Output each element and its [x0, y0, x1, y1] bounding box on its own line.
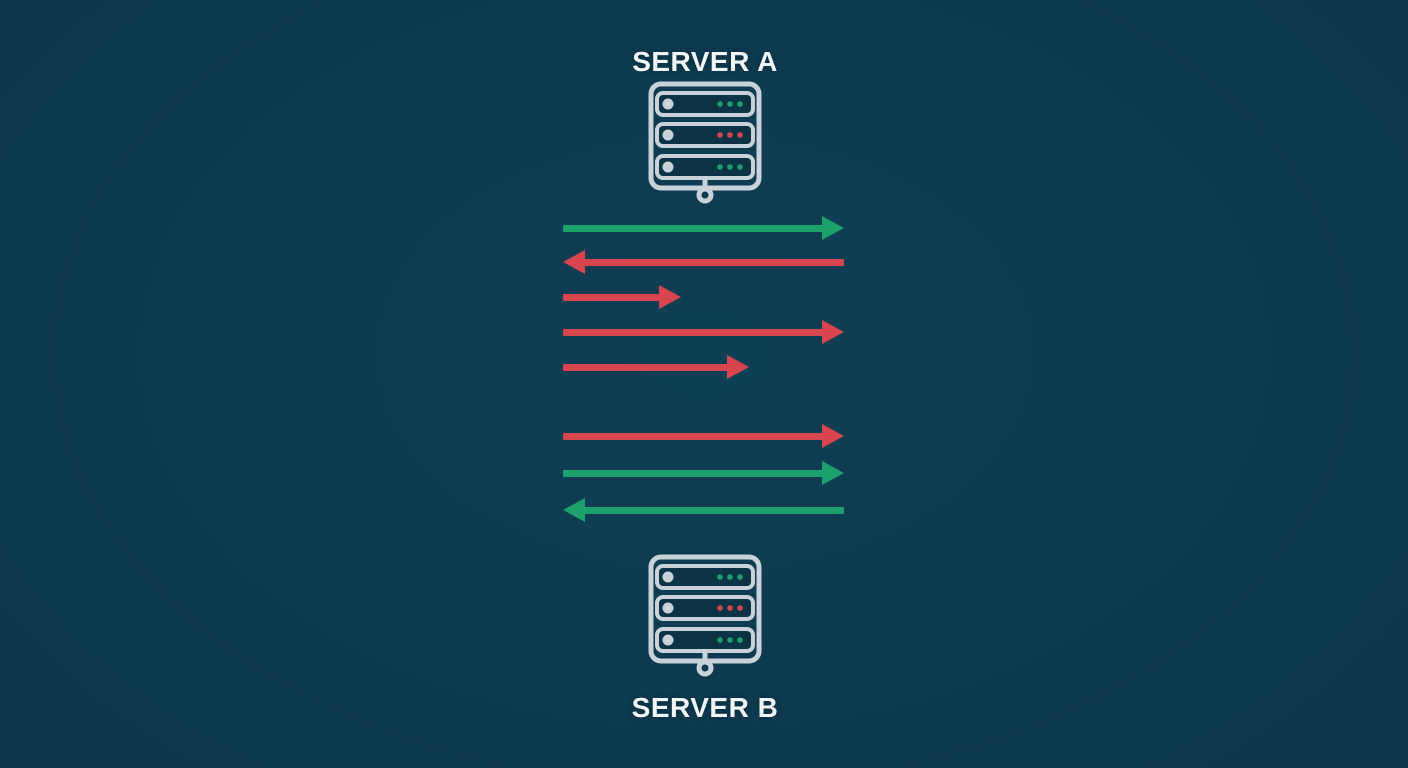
- arrow-shaft: [563, 328, 828, 336]
- arrow-head: [822, 216, 844, 240]
- drive-indicator: [662, 602, 674, 614]
- arrow-shaft: [563, 469, 828, 477]
- status-dot-green: [717, 637, 723, 643]
- arrow-green-right-long: [563, 461, 844, 485]
- arrow-shaft: [563, 224, 828, 232]
- status-dot-green: [727, 574, 733, 580]
- arrow-shaft: [579, 506, 844, 514]
- server-bay: [655, 91, 755, 117]
- arrow-head: [822, 320, 844, 344]
- status-dot-red: [727, 132, 733, 138]
- arrow-shaft: [563, 363, 733, 371]
- server-a-label: SERVER A: [632, 46, 778, 77]
- arrow-head: [822, 424, 844, 448]
- arrow-head: [727, 355, 749, 379]
- status-dot-green: [727, 101, 733, 107]
- server-b-label: SERVER B: [631, 692, 779, 723]
- server-rack-icon: [648, 81, 762, 204]
- drive-indicator: [662, 98, 674, 110]
- server-bay: [655, 595, 755, 621]
- status-dot-green: [737, 164, 743, 170]
- drive-indicator: [662, 634, 674, 646]
- arrow-red-right-long: [563, 424, 844, 448]
- status-dot-red: [717, 132, 723, 138]
- server-a-icon: [647, 80, 763, 206]
- status-dot-red: [737, 605, 743, 611]
- drive-indicator: [662, 571, 674, 583]
- server-rack-icon: [648, 554, 762, 677]
- arrow-head: [822, 461, 844, 485]
- status-dot-red: [717, 605, 723, 611]
- status-dot-green: [737, 637, 743, 643]
- arrow-red-right-medium: [563, 355, 749, 379]
- status-dot-green: [717, 574, 723, 580]
- drive-indicator: [662, 161, 674, 173]
- arrow-green-right-long: [563, 216, 844, 240]
- network-port: [696, 186, 714, 204]
- drive-indicator: [662, 129, 674, 141]
- status-dot-red: [737, 132, 743, 138]
- server-bay: [655, 564, 755, 590]
- network-port: [696, 659, 714, 677]
- arrow-head: [563, 250, 585, 274]
- status-dot-green: [727, 164, 733, 170]
- status-dot-green: [717, 101, 723, 107]
- server-bay: [655, 122, 755, 148]
- arrow-red-right-long: [563, 320, 844, 344]
- status-dot-red: [727, 605, 733, 611]
- arrow-head: [563, 498, 585, 522]
- arrow-shaft: [563, 293, 665, 301]
- arrow-red-left-long: [563, 250, 844, 274]
- arrow-shaft: [563, 432, 828, 440]
- server-b-icon: [647, 553, 763, 679]
- arrow-head: [659, 285, 681, 309]
- status-dot-green: [717, 164, 723, 170]
- arrow-red-right-short: [563, 285, 681, 309]
- status-dot-green: [737, 574, 743, 580]
- arrow-green-left-long: [563, 498, 844, 522]
- status-dot-green: [727, 637, 733, 643]
- status-dot-green: [737, 101, 743, 107]
- arrow-shaft: [579, 258, 844, 266]
